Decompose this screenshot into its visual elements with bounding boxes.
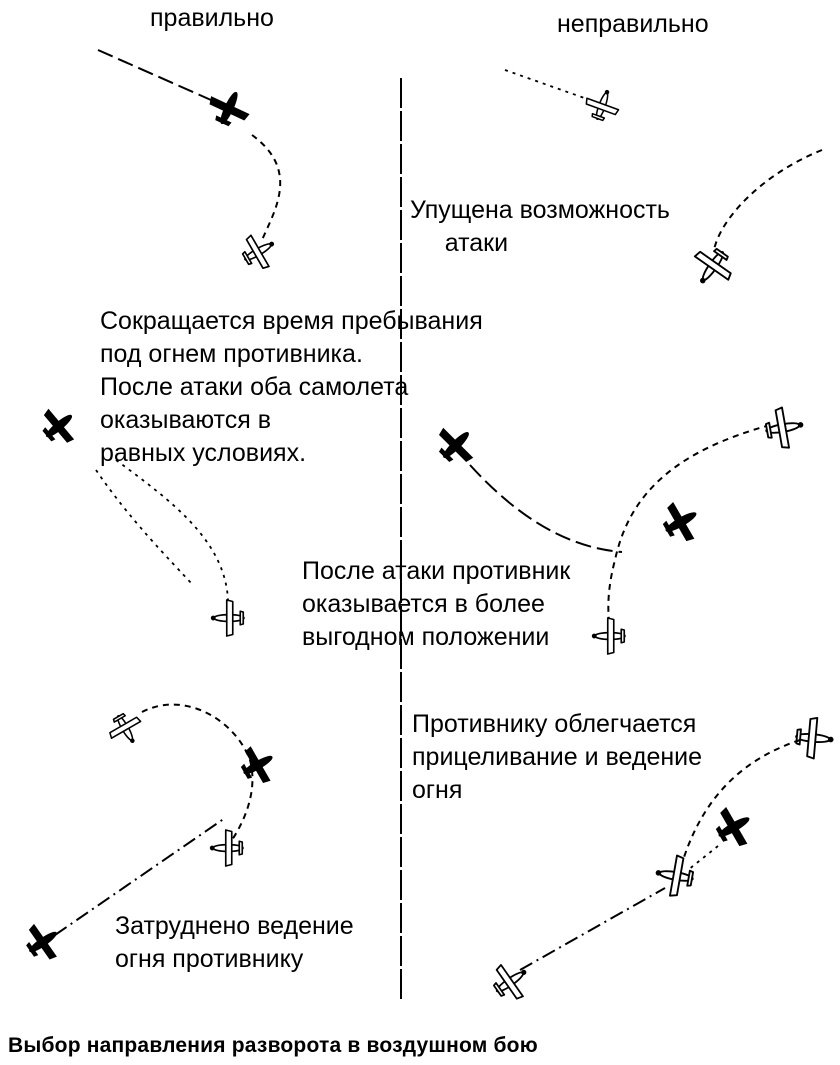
label-fire-hindered: Затруднено ведение огня противнику: [115, 912, 354, 973]
row1-left-turn-path: [251, 134, 282, 241]
row2-left-attacker-plane: [33, 400, 85, 452]
label-missed-attack: Упущена возможность атаки: [410, 196, 670, 257]
row2-left-path-b: [115, 459, 229, 601]
row2-right-mid-plane: [655, 495, 707, 549]
row1-left-attacker-plane: [202, 83, 256, 133]
row1-right-target-path: [713, 149, 823, 251]
row2-left-path-a: [95, 469, 193, 585]
row1-left-target-plane: [235, 226, 284, 276]
figure-caption: Выбор направления разворота в воздушном …: [8, 1034, 538, 1057]
header-correct: правильно: [150, 4, 274, 32]
row1-right-target-plane: [683, 239, 741, 295]
row3-left-mid-plane: [233, 739, 283, 791]
row3-right-mid-plane: [708, 800, 760, 854]
row3-left-top-plane: [102, 706, 149, 752]
row2-right-target-path: [607, 424, 771, 623]
row2-right-bottom-plane: [591, 617, 626, 655]
row3-left-target-plane: [209, 829, 244, 867]
label-reduced-time: Сокращается время пребывания под огнем п…: [100, 307, 483, 467]
row1-right-attacker-plane: [580, 84, 625, 126]
row1-right-attacker-path: [504, 69, 591, 101]
row3-right-attack-path: [519, 887, 666, 971]
row3-right-top-plane: [793, 715, 836, 761]
row2-left-target-plane: [210, 599, 245, 637]
label-aiming-easier: Противнику облегчается прицеливание и ве…: [412, 710, 703, 804]
row2-right-target-plane: [761, 403, 808, 452]
row3-left-attack-path: [54, 817, 226, 936]
row3-left-turn-path: [141, 703, 254, 841]
row3-right-mid-path: [687, 845, 719, 871]
label-enemy-advantage: После атаки противник оказывается в боле…: [302, 557, 571, 651]
row2-right-attacker-path: [469, 464, 623, 553]
row1-left-attacker-path: [97, 49, 221, 105]
row3-right-attacker-plane: [485, 954, 538, 1008]
row3-left-attacker-plane: [18, 916, 68, 968]
row3-right-target-path: [679, 739, 801, 871]
header-incorrect: неправильно: [557, 10, 709, 38]
maneuver-diagram: [18, 49, 836, 1008]
